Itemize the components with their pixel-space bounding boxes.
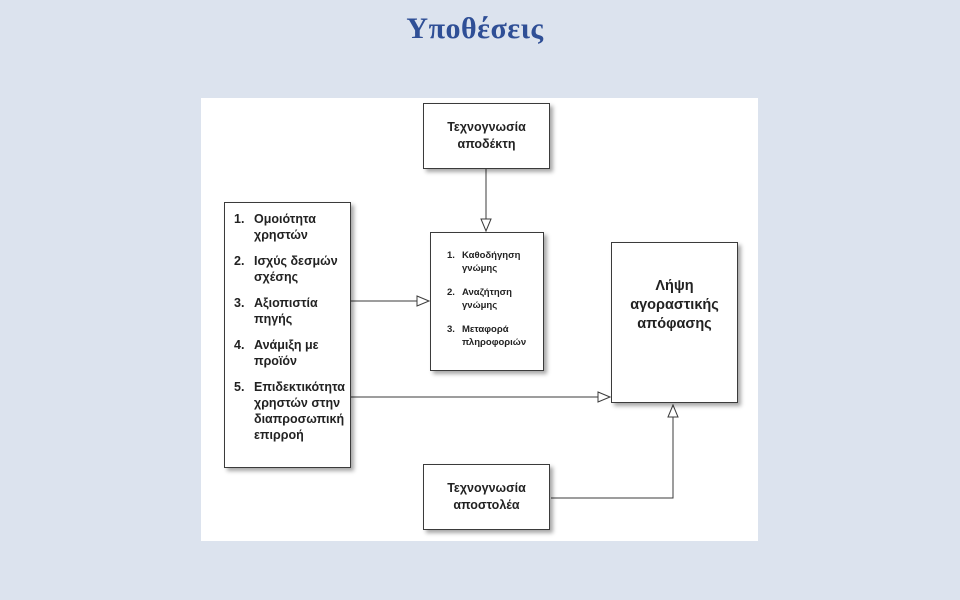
factor-number: 5. (234, 380, 245, 394)
diagram-canvas: Τεχνογνωσία αποδέκτη 1. Ομοιότητα χρηστώ… (201, 98, 758, 541)
factor-item: 1. Ομοιότητα χρηστών (234, 211, 344, 243)
factor-item: 2. Ισχύς δεσμών σχέσης (234, 253, 344, 285)
actions-box: 1. Καθοδήγηση γνώμης 2. Αναζήτηση γνώμης… (430, 232, 544, 371)
factors-list: 1. Ομοιότητα χρηστών 2. Ισχύς δεσμών σχέ… (234, 211, 345, 443)
factor-item: 4. Ανάμιξη με προϊόν (234, 337, 344, 369)
diagram-connectors (351, 169, 758, 499)
receiver-expertise-box: Τεχνογνωσία αποδέκτη (423, 103, 550, 169)
action-number: 1. (447, 250, 455, 261)
factor-number: 3. (234, 296, 245, 310)
factor-text: Ομοιότητα χρηστών (254, 212, 316, 242)
action-text: Μεταφορά πληροφοριών (462, 324, 527, 348)
action-text: Καθοδήγηση γνώμης (462, 250, 521, 274)
factor-item: 3. Αξιοπιστία πηγής (234, 295, 344, 327)
factor-text: Επιδεκτικότητα χρηστών στην διαπροσωπική… (254, 380, 345, 442)
arrow-sender-to-decision (551, 405, 673, 499)
sender-expertise-box: Τεχνογνωσία αποστολέα (423, 464, 550, 530)
decision-label: Λήψη αγοραστικής απόφασης (630, 278, 719, 332)
slide-title: Υποθέσεις (406, 12, 544, 45)
action-item: 1. Καθοδήγηση γνώμης (447, 249, 537, 275)
action-text: Αναζήτηση γνώμης (462, 287, 512, 311)
factor-number: 2. (234, 254, 245, 268)
factor-item: 5. Επιδεκτικότητα χρηστών στην διαπροσωπ… (234, 379, 345, 443)
receiver-expertise-label: Τεχνογνωσία αποδέκτη (447, 120, 526, 151)
factor-text: Ανάμιξη με προϊόν (254, 338, 319, 368)
action-item: 2. Αναζήτηση γνώμης (447, 286, 537, 312)
factor-text: Αξιοπιστία πηγής (254, 296, 318, 326)
action-number: 3. (447, 324, 455, 335)
decision-box: Λήψη αγοραστικής απόφασης (611, 242, 738, 403)
factor-text: Ισχύς δεσμών σχέσης (254, 254, 338, 284)
sender-expertise-label: Τεχνογνωσία αποστολέα (447, 481, 526, 512)
factors-box: 1. Ομοιότητα χρηστών 2. Ισχύς δεσμών σχέ… (224, 202, 351, 468)
actions-list: 1. Καθοδήγηση γνώμης 2. Αναζήτηση γνώμης… (447, 249, 537, 349)
action-number: 2. (447, 287, 455, 298)
action-item: 3. Μεταφορά πληροφοριών (447, 323, 537, 349)
factor-number: 1. (234, 212, 245, 226)
factor-number: 4. (234, 338, 245, 352)
